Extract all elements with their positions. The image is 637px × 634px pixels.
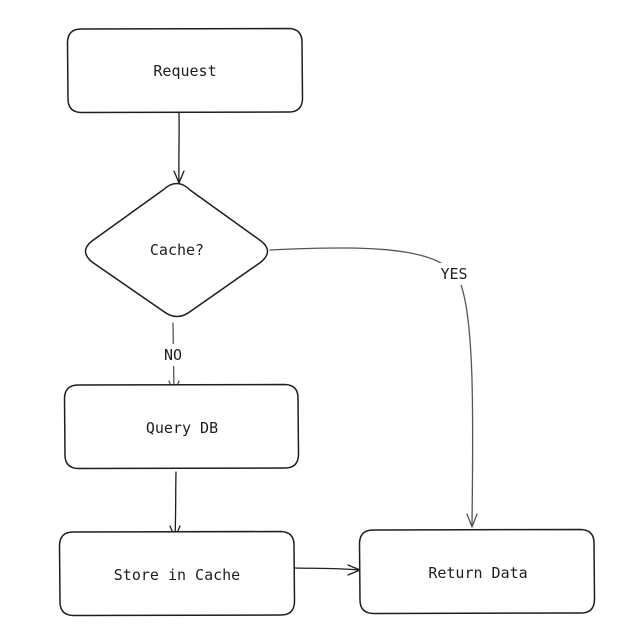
node-query-db-label: Query DB	[146, 419, 218, 437]
node-return-data[interactable]: Return Data	[358, 528, 596, 615]
node-request[interactable]: Request	[66, 27, 304, 114]
node-return-data-shape	[358, 528, 596, 615]
node-cache-check[interactable]: Cache?	[84, 182, 269, 318]
edge-storecache-to-returndata	[294, 567, 360, 571]
node-cache-check-label: Cache?	[150, 241, 204, 259]
node-store-cache[interactable]: Store in Cache	[58, 530, 296, 617]
edges	[168, 111, 478, 576]
arrowhead-cache-to-returndata	[466, 513, 478, 528]
edge-label-no-text: NO	[164, 346, 182, 364]
node-return-data-label: Return Data	[428, 564, 527, 582]
edge-label-yes-text: YES	[440, 265, 467, 283]
node-store-cache-shape	[58, 530, 296, 617]
edge-label-yes: YES	[432, 263, 476, 285]
node-store-cache-label: Store in Cache	[114, 566, 240, 584]
node-request-label: Request	[153, 62, 216, 80]
edge-cache-to-returndata	[269, 247, 474, 527]
node-query-db[interactable]: Query DB	[63, 383, 300, 470]
edge-label-no: NO	[156, 344, 190, 366]
node-cache-check-shape	[84, 182, 269, 318]
node-request-shape	[66, 27, 304, 114]
edge-querydb-to-storecache	[174, 471, 177, 538]
node-query-db-shape	[63, 383, 300, 470]
